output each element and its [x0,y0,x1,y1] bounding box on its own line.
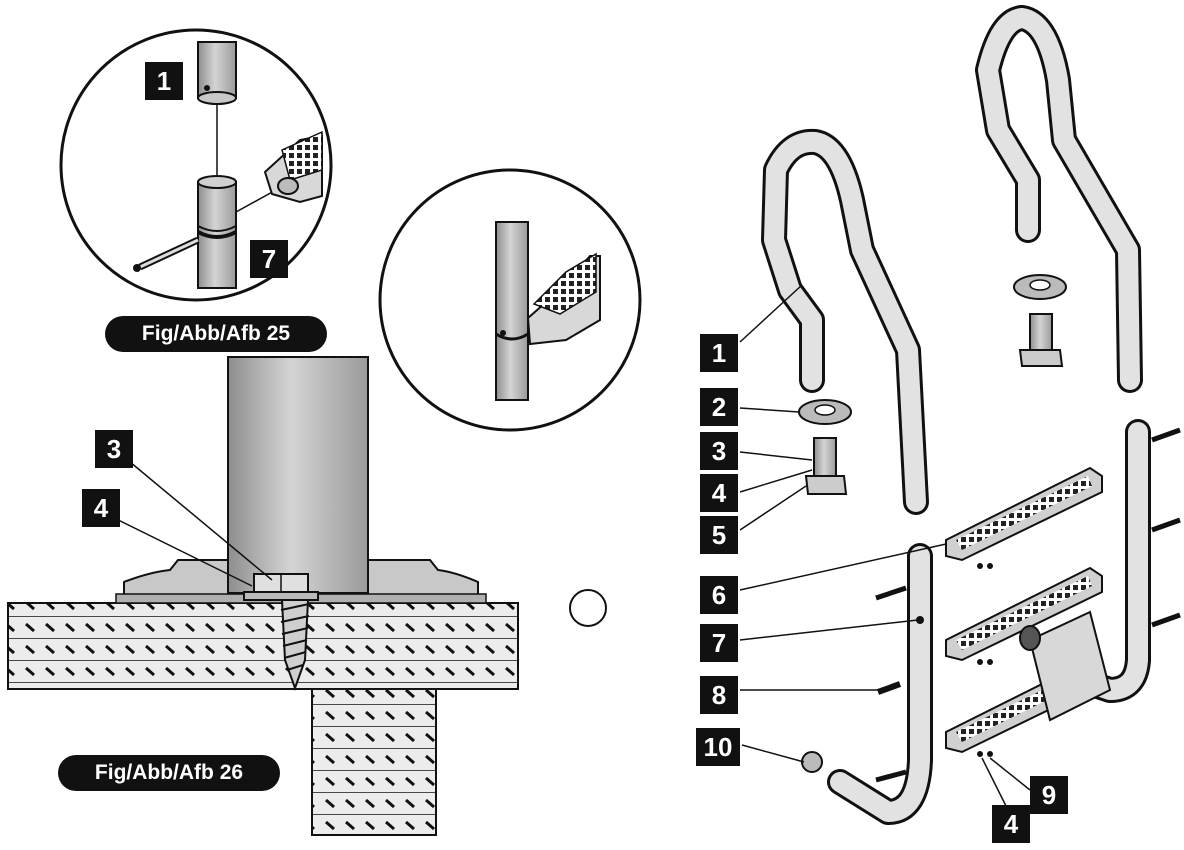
callout-ladder-cover: 2 [700,388,738,426]
fig25-detail [59,28,333,302]
callout-fig25-ring: 7 [250,240,288,278]
fig26-section [7,356,519,836]
callout-ladder-anchor-base: 5 [700,516,738,554]
callout-fig26-washer: 4 [82,489,120,527]
fig26-caption: Fig/Abb/Afb 26 [58,755,280,791]
callout-fig25-pole: 1 [145,62,183,100]
small-circle-marker [569,589,607,627]
callout-fig26-screw: 3 [95,430,133,468]
callout-ladder-anchor-washer: 4 [700,474,738,512]
step-bracket-detail [378,168,642,432]
callout-ladder-bolt: 8 [700,676,738,714]
callout-ladder-step: 6 [700,576,738,614]
callout-ladder-handrail: 1 [700,334,738,372]
callout-ladder-step-washer: 4 [992,805,1030,843]
callout-ladder-nut: 9 [1030,776,1068,814]
callout-ladder-anchor-screw: 3 [700,432,738,470]
ladder-exploded-view [739,5,1181,825]
fig25-caption: Fig/Abb/Afb 25 [105,316,327,352]
callout-ladder-end-cap: 10 [696,728,740,766]
callout-ladder-pole: 7 [700,624,738,662]
